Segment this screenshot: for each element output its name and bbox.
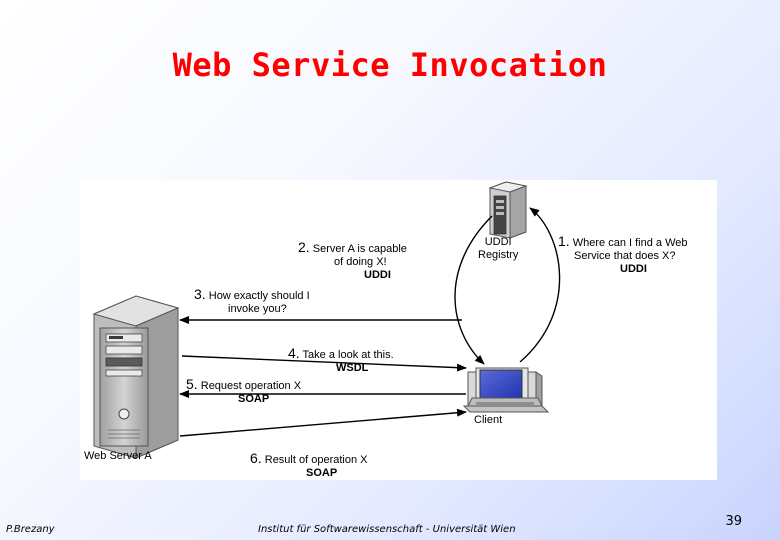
step-3-label: 3. How exactly should I invoke you? (194, 286, 310, 315)
footer-institute: Institut für Softwarewissenschaft - Univ… (258, 524, 516, 535)
web-server-icon (92, 295, 180, 459)
step-4-label: 4. Take a look at this. WSDL (288, 345, 394, 374)
step-5-label: 5. Request operation X SOAP (186, 376, 302, 405)
client-computer-icon (462, 367, 550, 413)
arrow-step-2 (454, 215, 493, 365)
page-number: 39 (725, 514, 742, 529)
arrow-step-4 (181, 355, 467, 372)
uddi-registry-label: UDDI Registry (478, 236, 519, 261)
diagram: UDDI Registry Client Web Server A 1. Whe… (80, 180, 717, 480)
client-label: Client (474, 414, 503, 426)
slide-title: Web Service Invocation (172, 46, 608, 84)
server-label: Web Server A (84, 450, 152, 462)
diagram-graphics (92, 181, 561, 459)
step-1-label: 1. Where can I find a Web Service that d… (558, 233, 688, 275)
footer-author: P.Brezany (6, 524, 55, 535)
uddi-registry-icon (488, 181, 528, 239)
arrow-step-6 (179, 408, 467, 437)
step-6-label: 6. Result of operation X SOAP (250, 450, 368, 479)
step-2-label: 2. Server A is capable of doing X! UDDI (298, 239, 407, 281)
arrow-step-1 (519, 207, 561, 363)
